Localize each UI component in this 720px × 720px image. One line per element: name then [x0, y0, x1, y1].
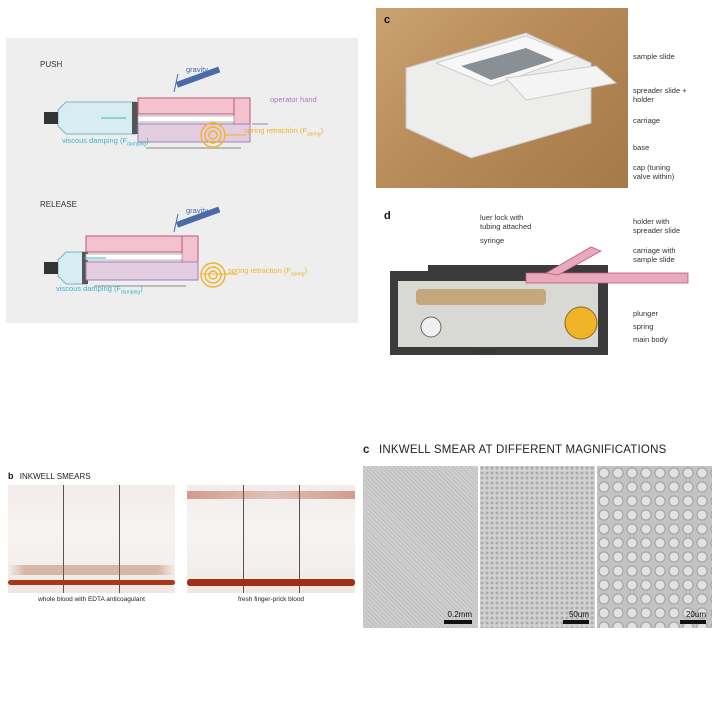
push-needle-hub [44, 112, 58, 124]
panel-c-top-letter: c [384, 14, 391, 26]
device-slide-shape [461, 48, 554, 80]
release-carriage [85, 261, 199, 281]
label-sample-slide-d: sample slide [633, 255, 675, 264]
carriage-shape [525, 272, 689, 284]
scalebar-high [680, 620, 706, 624]
holder-shape [544, 246, 602, 276]
inkwell-smears-heading: b INKWELL SMEARS [8, 471, 91, 481]
device-photo [376, 8, 628, 188]
release-gravity-arrow [173, 213, 179, 233]
release-plunger-tip [82, 252, 88, 284]
label-holder: holder [633, 95, 654, 104]
push-diagram [44, 66, 268, 149]
label-carriage: carriage [633, 116, 661, 125]
smear-blood-line [8, 580, 175, 585]
caption-edta: whole blood with EDTA anticoagulant [38, 596, 145, 603]
label-spreader-slide-d: spreader slide [633, 226, 681, 235]
micrograph-high: 20um [597, 466, 712, 628]
label-valve: valve [478, 346, 496, 355]
smear-finger-prick [187, 485, 355, 593]
push-operator-hand-label: operator hand [270, 95, 317, 104]
label-carriage-with: carriage with [633, 246, 676, 255]
label-sample-slide: sample slide [633, 52, 675, 61]
release-gravity-label: gravity [186, 206, 209, 215]
release-spring-label: spring retraction (Fspring) [228, 266, 308, 278]
smear-top-stain [187, 491, 355, 499]
micrograph-mid: 50um [480, 466, 595, 628]
device-photo-svg [405, 32, 618, 159]
release-damping-label: viscous damping (Fdamping) [56, 284, 143, 296]
label-cap-valve: valve within) [633, 172, 675, 181]
release-spring [200, 262, 226, 288]
scalebar-mid [563, 620, 589, 624]
label-luer-lock: luer lock with [480, 213, 524, 222]
magnification-heading: c INKWELL SMEAR AT DIFFERENT MAGNIFICATI… [363, 444, 667, 456]
push-release-svg [44, 66, 268, 288]
device-carriage-shape [504, 65, 618, 101]
push-title: PUSH [40, 60, 63, 69]
label-spring: spring [633, 322, 654, 331]
smear-divider [243, 485, 244, 593]
label-plunger: plunger [633, 309, 659, 318]
release-diagram [44, 206, 238, 288]
valve-shape [420, 316, 442, 338]
push-gravity-label: gravity [186, 65, 209, 74]
smear-divider [299, 485, 300, 593]
push-release-diagram: PUSH gravity operator hand viscous dampi… [6, 38, 358, 323]
push-gravity-rod [176, 66, 221, 88]
spring-shape [564, 306, 598, 340]
push-holder-top [137, 97, 251, 115]
push-slide [137, 115, 235, 123]
release-title: RELEASE [40, 200, 77, 209]
syringe-shape [416, 289, 546, 305]
cross-section [376, 205, 720, 360]
release-slide [85, 253, 183, 261]
scale-label-high: 20um [685, 610, 706, 619]
release-holder-top [85, 235, 199, 253]
smear-divider [119, 485, 120, 593]
push-damping-label: viscous damping (Fdamping) [62, 136, 149, 148]
smear-blood-line [187, 579, 355, 586]
release-syringe-body [57, 251, 87, 285]
push-spring-label: spring retraction (Fspring) [244, 126, 324, 138]
label-holder-with: holder with [633, 217, 670, 226]
caption-finger-prick: fresh finger-prick blood [237, 596, 305, 603]
push-carriage [137, 123, 251, 143]
label-tubing: tubing attached [480, 222, 532, 231]
label-base: base [633, 143, 650, 152]
micrograph-low: 0.2mm [363, 466, 478, 628]
push-gravity-arrow [173, 73, 179, 93]
panel-d-letter: d [384, 210, 391, 222]
cross-section-svg [390, 246, 689, 355]
smear-edta [8, 485, 175, 593]
label-cap: cap (tuning [633, 163, 671, 172]
release-needle-hub [44, 262, 58, 274]
smear-divider [63, 485, 64, 593]
label-main-body: main body [633, 335, 668, 344]
scale-label-low: 0.2mm [447, 610, 472, 619]
scale-label-mid: 50um [568, 610, 589, 619]
label-syringe: syringe [480, 236, 505, 245]
release-gravity-rod [176, 206, 221, 228]
label-spreader-slide: spreader slide + [633, 86, 687, 95]
scalebar-low [444, 620, 472, 624]
push-plunger-tip [132, 102, 138, 134]
smear-blood-stripe [8, 565, 175, 575]
